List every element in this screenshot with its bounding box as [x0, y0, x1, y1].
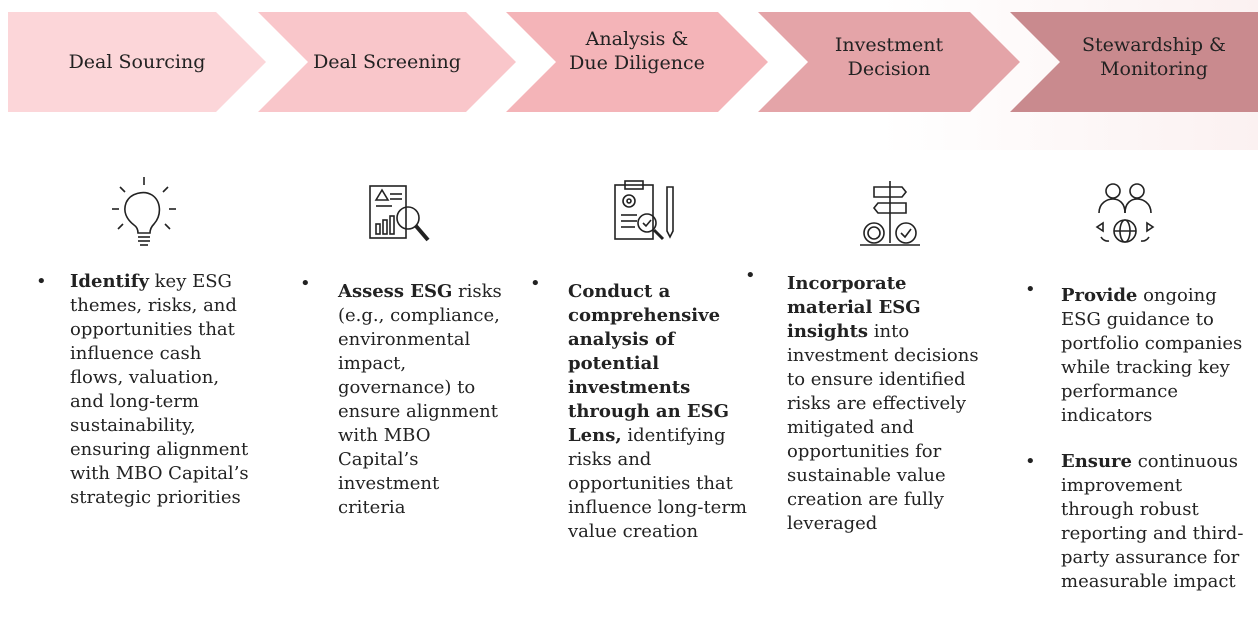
step-deal-screening: Deal Screening — [258, 12, 516, 112]
bullet-bold: Identify — [70, 271, 149, 292]
step-label: Deal Sourcing — [68, 51, 206, 73]
report-magnifier-icon — [360, 175, 440, 255]
bullet-item: • Provide ongoing ESG guidance to portfo… — [1025, 279, 1250, 428]
bullet-bold: Incorporate material ESG insights — [787, 273, 921, 342]
bullet-dot: • — [530, 273, 541, 294]
bullet-item: • Identify key ESG themes, risks, and op… — [36, 270, 251, 510]
bullet-item: • Conduct a comprehensive analysis of po… — [530, 273, 770, 544]
bullet-bold: Conduct a comprehensive analysis of pote… — [568, 281, 730, 446]
process-chevron-row: Deal Sourcing Deal Screening Analysis & … — [0, 0, 1258, 150]
step-label: Investment Decision — [834, 34, 944, 80]
column-deal-sourcing: • Identify key ESG themes, risks, and op… — [36, 270, 251, 524]
step-label: Analysis & Due Diligence — [569, 28, 705, 74]
column-analysis-due-diligence: • Conduct a comprehensive analysis of po… — [530, 273, 770, 558]
bullet-item: • Assess ESG risks (e.g., compliance, en… — [300, 273, 510, 520]
bullet-dot: • — [1025, 451, 1036, 472]
step-label: Stewardship & Monitoring — [1082, 34, 1226, 80]
bullet-item: • Ensure continuous improvement through … — [1025, 450, 1250, 594]
signpost-coins-icon — [850, 175, 930, 255]
step-label: Deal Screening — [313, 51, 461, 73]
column-deal-screening: • Assess ESG risks (e.g., compliance, en… — [300, 273, 510, 534]
bullet-text: ongoing ESG guidance to portfolio compan… — [1061, 285, 1243, 426]
step-analysis-due-diligence: Analysis & Due Diligence — [506, 12, 768, 112]
bullet-text: continuous improvement through robust re… — [1061, 451, 1244, 592]
bullet-dot: • — [36, 271, 47, 292]
bullet-bold: Provide — [1061, 285, 1138, 306]
step-stewardship-monitoring: Stewardship & Monitoring — [1010, 12, 1258, 112]
column-stewardship-monitoring: • Provide ongoing ESG guidance to portfo… — [1025, 279, 1250, 608]
bullet-text: risks (e.g., compliance, environmental i… — [338, 281, 502, 518]
clipboard-gear-icon — [605, 175, 685, 255]
bullet-item: • Incorporate material ESG insights into… — [745, 265, 990, 536]
bullet-bold: Assess ESG — [338, 281, 453, 302]
bullet-text: identifying risks and opportunities that… — [568, 425, 747, 542]
step-deal-sourcing: Deal Sourcing — [8, 12, 266, 112]
people-globe-icon — [1085, 175, 1165, 255]
lightbulb-icon — [105, 175, 185, 255]
step-investment-decision: Investment Decision — [758, 12, 1020, 112]
bullet-dot: • — [300, 273, 311, 294]
bullet-text: into investment decisions to ensure iden… — [787, 321, 979, 534]
bullet-bold: Ensure — [1061, 451, 1132, 472]
bullet-dot: • — [1025, 279, 1036, 300]
bullet-dot: • — [745, 265, 756, 286]
column-investment-decision: • Incorporate material ESG insights into… — [745, 265, 990, 550]
bullet-text: key ESG themes, risks, and opportunities… — [70, 271, 249, 508]
